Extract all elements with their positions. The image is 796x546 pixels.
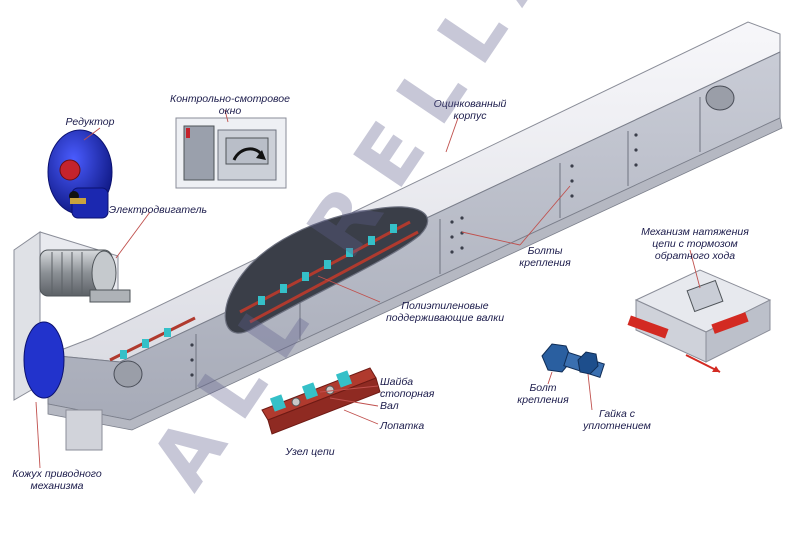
label-lock-washer-line1: Шайба xyxy=(380,376,414,388)
label-nut-line2: уплотнением xyxy=(583,420,651,432)
label-paddle: Лопатка xyxy=(380,420,440,432)
label-poly-rollers: Полиэтиленовые поддерживающие валки xyxy=(370,300,520,324)
label-paddle-text: Лопатка xyxy=(380,420,425,432)
chain-unit-inset xyxy=(261,367,381,435)
label-galvanized-body: Оцинкованный корпус xyxy=(420,98,520,122)
label-chain-unit-text: Узел цепи xyxy=(285,446,335,458)
conveyor-housing xyxy=(47,21,783,451)
label-shaft-text: Вал xyxy=(380,400,399,412)
label-reducer-text: Редуктор xyxy=(65,116,115,128)
label-drive-cover-line1: Кожух приводного xyxy=(12,468,102,480)
reducer-illustration xyxy=(47,129,113,219)
tail-sprocket xyxy=(705,85,735,111)
label-poly-rollers-line1: Полиэтиленовые xyxy=(401,300,489,312)
inspection-window-inset xyxy=(175,117,287,189)
label-chain-unit: Узел цепи xyxy=(270,446,350,458)
label-tensioner-line3: обратного хода xyxy=(654,250,736,262)
label-motor: Электродвигатель xyxy=(108,204,208,216)
drive-assembly xyxy=(13,231,131,401)
label-nut: Гайка с уплотнением xyxy=(572,408,662,432)
label-bolt-line2: крепления xyxy=(517,394,569,406)
label-tensioner: Механизм натяжения цепи с тормозом обрат… xyxy=(630,226,760,262)
bolt-dots xyxy=(190,133,638,377)
label-galvanized-body-line2: корпус xyxy=(453,110,487,122)
label-inspection-window-line1: Контрольно-смотровое xyxy=(170,93,290,105)
drive-sprocket xyxy=(113,360,143,388)
label-shaft: Вал xyxy=(380,400,420,412)
motor-fins xyxy=(51,252,83,294)
label-bolt: Болт крепления xyxy=(508,382,578,406)
housing-bottom xyxy=(47,117,783,431)
label-fastening-bolts-line1: Болты xyxy=(527,245,563,257)
label-fastening-bolts-line2: крепления xyxy=(519,257,571,269)
label-galvanized-body-line1: Оцинкованный xyxy=(433,98,507,110)
bolt-nut-illustration xyxy=(541,343,605,379)
label-motor-text: Электродвигатель xyxy=(108,204,208,216)
drive-support xyxy=(65,409,103,451)
label-inspection-window: Контрольно-смотровое окно xyxy=(160,93,300,117)
label-tensioner-line1: Механизм натяжения xyxy=(641,226,749,238)
drive-cover-shell xyxy=(23,321,65,399)
label-nut-line1: Гайка с xyxy=(598,408,635,420)
chain-links xyxy=(258,224,397,305)
label-tensioner-line2: цепи с тормозом xyxy=(652,238,738,250)
label-drive-cover: Кожух приводного механизма xyxy=(2,468,112,492)
leader-lines xyxy=(35,109,701,469)
label-reducer: Редуктор xyxy=(50,116,130,128)
label-drive-cover-line2: механизма xyxy=(30,480,84,492)
label-inspection-window-line2: окно xyxy=(218,105,242,117)
label-bolt-line1: Болт xyxy=(529,382,557,394)
label-lock-washer-line2: стопорная xyxy=(380,388,435,400)
label-poly-rollers-line2: поддерживающие валки xyxy=(385,312,505,324)
label-fastening-bolts: Болты крепления xyxy=(510,245,580,269)
tensioner-inset xyxy=(627,269,772,373)
label-lock-washer: Шайба стопорная xyxy=(380,376,450,400)
